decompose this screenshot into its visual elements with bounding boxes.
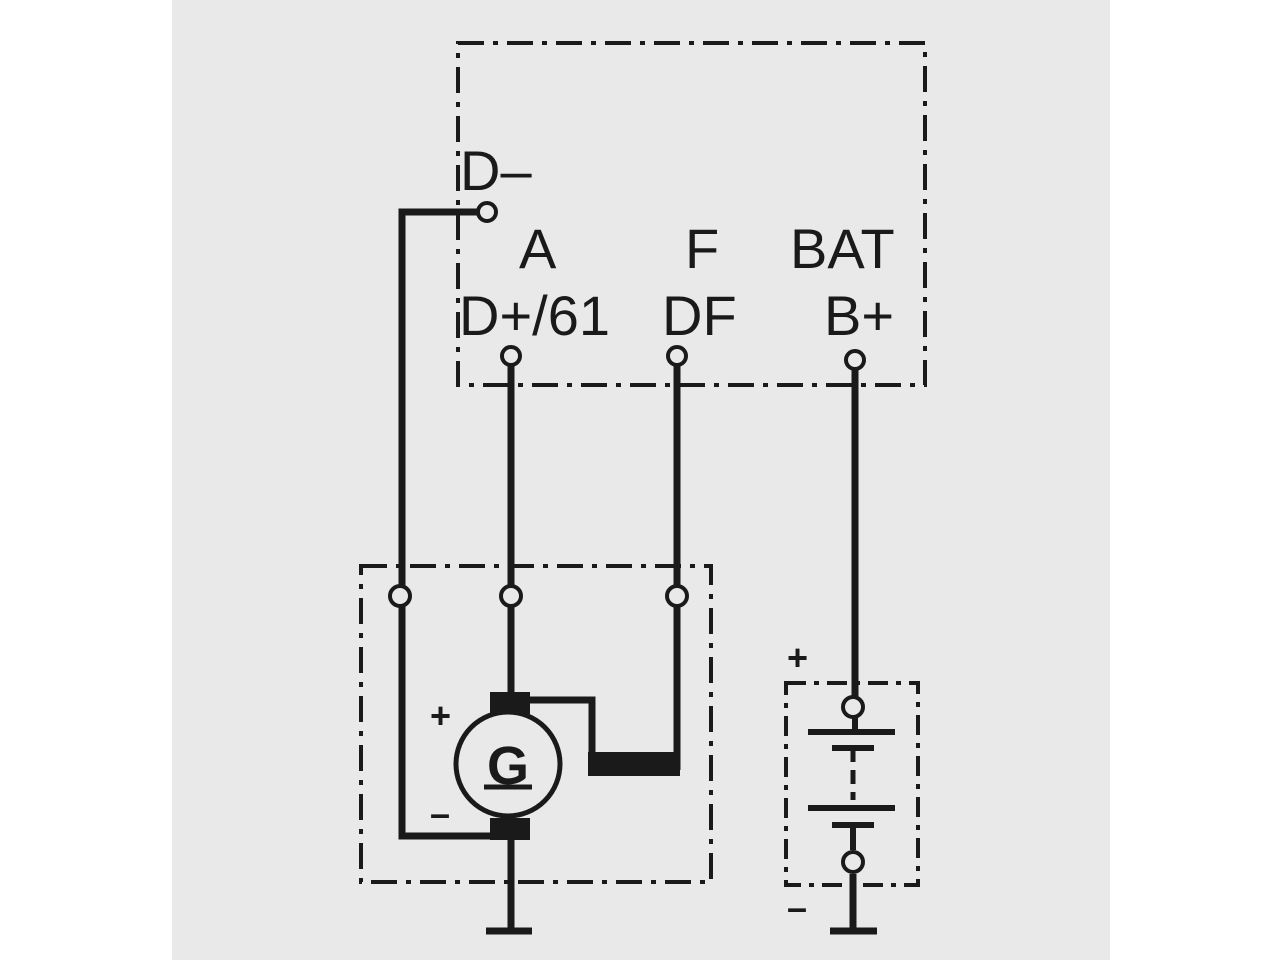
battery-plus-label: + [787, 637, 808, 678]
generator-symbol [453, 709, 563, 819]
diagram-background [172, 0, 1110, 960]
label-a: A [519, 217, 557, 280]
field-winding [588, 752, 680, 776]
battery-terminal-plus [841, 695, 865, 719]
generator-brush-top [490, 692, 530, 714]
generator-minus-label: – [430, 793, 450, 834]
label-d-minus: D– [460, 139, 532, 202]
terminal-df [666, 345, 688, 367]
generator-brush-bottom [490, 818, 530, 840]
generator-g-label: G [487, 736, 529, 796]
gen-terminal-d-minus [388, 584, 412, 608]
battery-terminal-minus [841, 850, 865, 874]
label-f: F [685, 217, 719, 280]
terminal-b-plus [844, 349, 866, 371]
gen-terminal-d-plus [499, 584, 523, 608]
battery-minus-label: – [787, 887, 807, 928]
label-d-plus: D+/61 [459, 284, 610, 347]
generator-plus-label: + [430, 695, 451, 736]
wire-d-minus [398, 208, 492, 840]
gen-terminal-df [665, 584, 689, 608]
label-df: DF [662, 284, 737, 347]
label-b-plus: B+ [824, 284, 894, 347]
generator-housing [359, 564, 713, 884]
terminal-d-plus [500, 345, 522, 367]
label-bat: BAT [790, 217, 895, 280]
terminal-d-minus [476, 201, 498, 223]
